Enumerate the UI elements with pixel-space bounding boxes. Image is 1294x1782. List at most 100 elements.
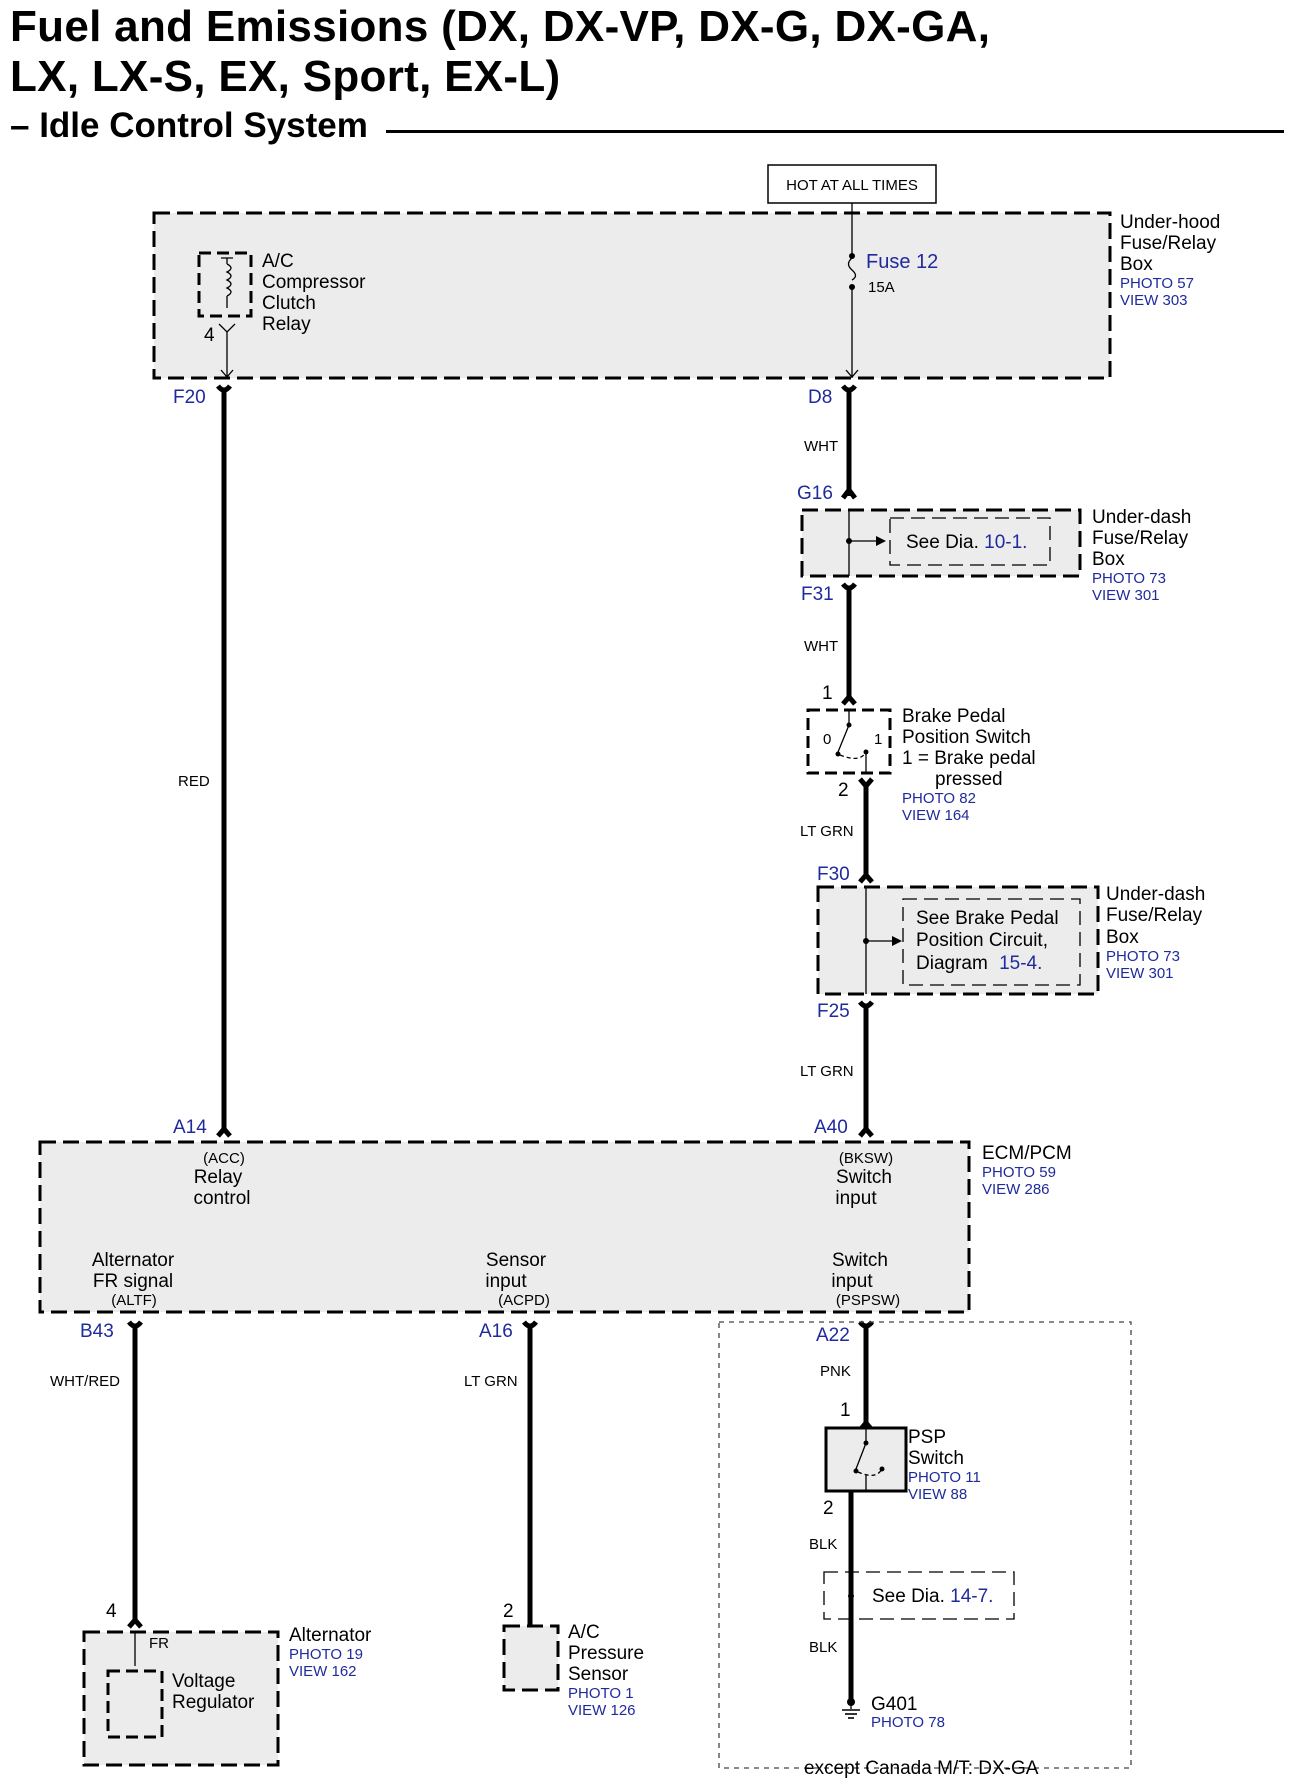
ltgrn-wire-3-label: LT GRN: [464, 1373, 518, 1390]
underhood-name-1: Under-hood: [1120, 212, 1220, 233]
wht-red-wire-label: WHT/RED: [50, 1373, 120, 1390]
subtitle-rule: [386, 130, 1284, 133]
underdash-fuse-relay-box-1: See Dia. 10-1. Under-dash Fuse/Relay Box…: [800, 507, 1191, 604]
psp-pin-1: 1: [840, 1400, 851, 1421]
diagram-subtitle: – Idle Control System: [10, 106, 368, 145]
relay-label-4: Relay: [262, 314, 311, 335]
underdash2-name-2: Fuse/Relay: [1106, 905, 1203, 926]
ecm-photo: PHOTO 59: [982, 1164, 1056, 1181]
voltage-regulator-label-2: Regulator: [172, 1692, 255, 1713]
alternator-fr: FR: [149, 1635, 169, 1652]
blk-wire-1-label: BLK: [809, 1536, 837, 1553]
underhood-photo: PHOTO 57: [1120, 275, 1194, 292]
fuse-icon: [847, 257, 857, 281]
ecm-acc-label-2: control: [193, 1188, 250, 1209]
alternator-photo: PHOTO 19: [289, 1646, 363, 1663]
ltgrn-wire-1-label: LT GRN: [800, 823, 854, 840]
alternator-name: Alternator: [289, 1625, 372, 1646]
title-line-2: LX, LX-S, EX, Sport, EX-L): [10, 52, 561, 101]
underdash1-name-2: Fuse/Relay: [1092, 528, 1189, 549]
ac-sensor-pin: 2: [503, 1601, 514, 1622]
relay-label-3: Clutch: [262, 293, 316, 314]
switch-contact-icon: [855, 1442, 867, 1470]
ground-photo: PHOTO 78: [871, 1714, 945, 1731]
wht-wire-2-label: WHT: [804, 638, 838, 655]
ecm-view: VIEW 286: [982, 1181, 1050, 1198]
brake-switch-name-2: Position Switch: [902, 727, 1031, 748]
voltage-regulator-icon: [106, 1669, 164, 1739]
brake-switch-photo: PHOTO 82: [902, 790, 976, 807]
see-brake-circuit-2: Position Circuit,: [916, 930, 1048, 951]
alternator-pin: 4: [106, 1601, 117, 1622]
psp-photo: PHOTO 11: [908, 1469, 981, 1486]
ltgrn-wire-2-label: LT GRN: [800, 1063, 854, 1080]
terminal-f25: F25: [817, 1001, 850, 1022]
terminal-a40: A40: [814, 1117, 848, 1138]
diagram-title: Fuel and Emissions (DX, DX-VP, DX-G, DX-…: [10, 2, 990, 102]
brake-switch-name-3: 1 = Brake pedal: [902, 748, 1036, 769]
ecm-bksw-label-2: input: [835, 1188, 877, 1209]
red-wire-label: RED: [178, 773, 210, 790]
underdash2-name-1: Under-dash: [1106, 884, 1205, 905]
brake-switch-view: VIEW 164: [902, 807, 970, 824]
ecm-altf-label-2: FR signal: [93, 1271, 173, 1292]
ecm-acpd-label-2: input: [485, 1271, 527, 1292]
underdash1-photo: PHOTO 73: [1092, 570, 1166, 587]
arrow-right-icon: [876, 536, 886, 546]
switch-pos-1: 1: [874, 731, 882, 748]
underdash2-photo: PHOTO 73: [1106, 948, 1180, 965]
ecm-pspsw-label-1: Switch: [832, 1250, 888, 1271]
brake-switch-name-4: pressed: [935, 769, 1003, 790]
psp-option-outline: [718, 1321, 1132, 1769]
ac-sensor-name-1: A/C: [568, 1622, 600, 1643]
underdash1-view: VIEW 301: [1092, 587, 1160, 604]
switch-pos-0: 0: [823, 731, 831, 748]
psp-option-note: except Canada M/T: DX-GA: [804, 1758, 1039, 1779]
terminal-a16: A16: [479, 1321, 513, 1342]
alternator-view: VIEW 162: [289, 1663, 357, 1680]
underdash2-name-3: Box: [1106, 927, 1139, 948]
underhood-fuse-relay-box: 4 A/C Compressor Clutch Relay Fuse 12 15…: [152, 211, 1220, 380]
ecm-acc-code: (ACC): [203, 1150, 245, 1167]
psp-switch: PSP Switch PHOTO 11 VIEW 88: [824, 1426, 981, 1503]
ecm-acpd-label-1: Sensor: [486, 1250, 547, 1271]
underdash-fuse-relay-box-2: See Brake Pedal Position Circuit, Diagra…: [816, 884, 1205, 996]
terminal-f31: F31: [801, 584, 834, 605]
brake-switch-pin-2: 2: [838, 780, 849, 801]
terminal-d8: D8: [808, 387, 832, 408]
psp-view: VIEW 88: [908, 1486, 967, 1503]
ground-g401: G401 PHOTO 78: [842, 1694, 945, 1731]
wht-wire-1-label: WHT: [804, 438, 838, 455]
ecm-bksw-label-1: Switch: [836, 1167, 892, 1188]
ecm-pspsw-label-2: input: [831, 1271, 873, 1292]
terminal-f20: F20: [173, 387, 206, 408]
ecm-acc-label-1: Relay: [194, 1167, 243, 1188]
fuse-name: Fuse 12: [866, 251, 938, 273]
power-source: HOT AT ALL TIMES: [767, 164, 937, 212]
ground-name: G401: [871, 1694, 917, 1715]
relay-pin: 4: [204, 325, 215, 346]
power-label: HOT AT ALL TIMES: [786, 177, 918, 194]
terminal-a14: A14: [173, 1117, 207, 1138]
voltage-regulator-label-1: Voltage: [172, 1671, 235, 1692]
ac-sensor-view: VIEW 126: [568, 1702, 636, 1719]
brake-pedal-position-switch: 0 1 Brake Pedal Position Switch 1 = Brak…: [806, 706, 1036, 824]
relay-coil-icon: [221, 257, 233, 308]
brake-switch-name-1: Brake Pedal: [902, 706, 1006, 727]
ac-pressure-sensor: A/C Pressure Sensor PHOTO 1 VIEW 126: [502, 1622, 644, 1719]
ecm-pcm: (ACC) Relay control (BKSW) Switch input …: [38, 1140, 1072, 1314]
underhood-view: VIEW 303: [1120, 292, 1188, 309]
see-brake-circuit-1: See Brake Pedal: [916, 908, 1059, 929]
switch-contact-icon: [837, 724, 850, 753]
arrow-right-icon: [892, 936, 902, 946]
ecm-pspsw-code: (PSPSW): [836, 1292, 900, 1309]
ecm-name: ECM/PCM: [982, 1143, 1072, 1164]
brake-switch-pin-1: 1: [822, 683, 833, 704]
fuse-rating: 15A: [868, 279, 895, 296]
psp-name-2: Switch: [908, 1448, 964, 1469]
underdash1-name-1: Under-dash: [1092, 507, 1191, 528]
relay-label-1: A/C: [262, 251, 294, 272]
underhood-name-2: Fuse/Relay: [1120, 233, 1217, 254]
ecm-altf-label-1: Alternator: [92, 1250, 175, 1271]
